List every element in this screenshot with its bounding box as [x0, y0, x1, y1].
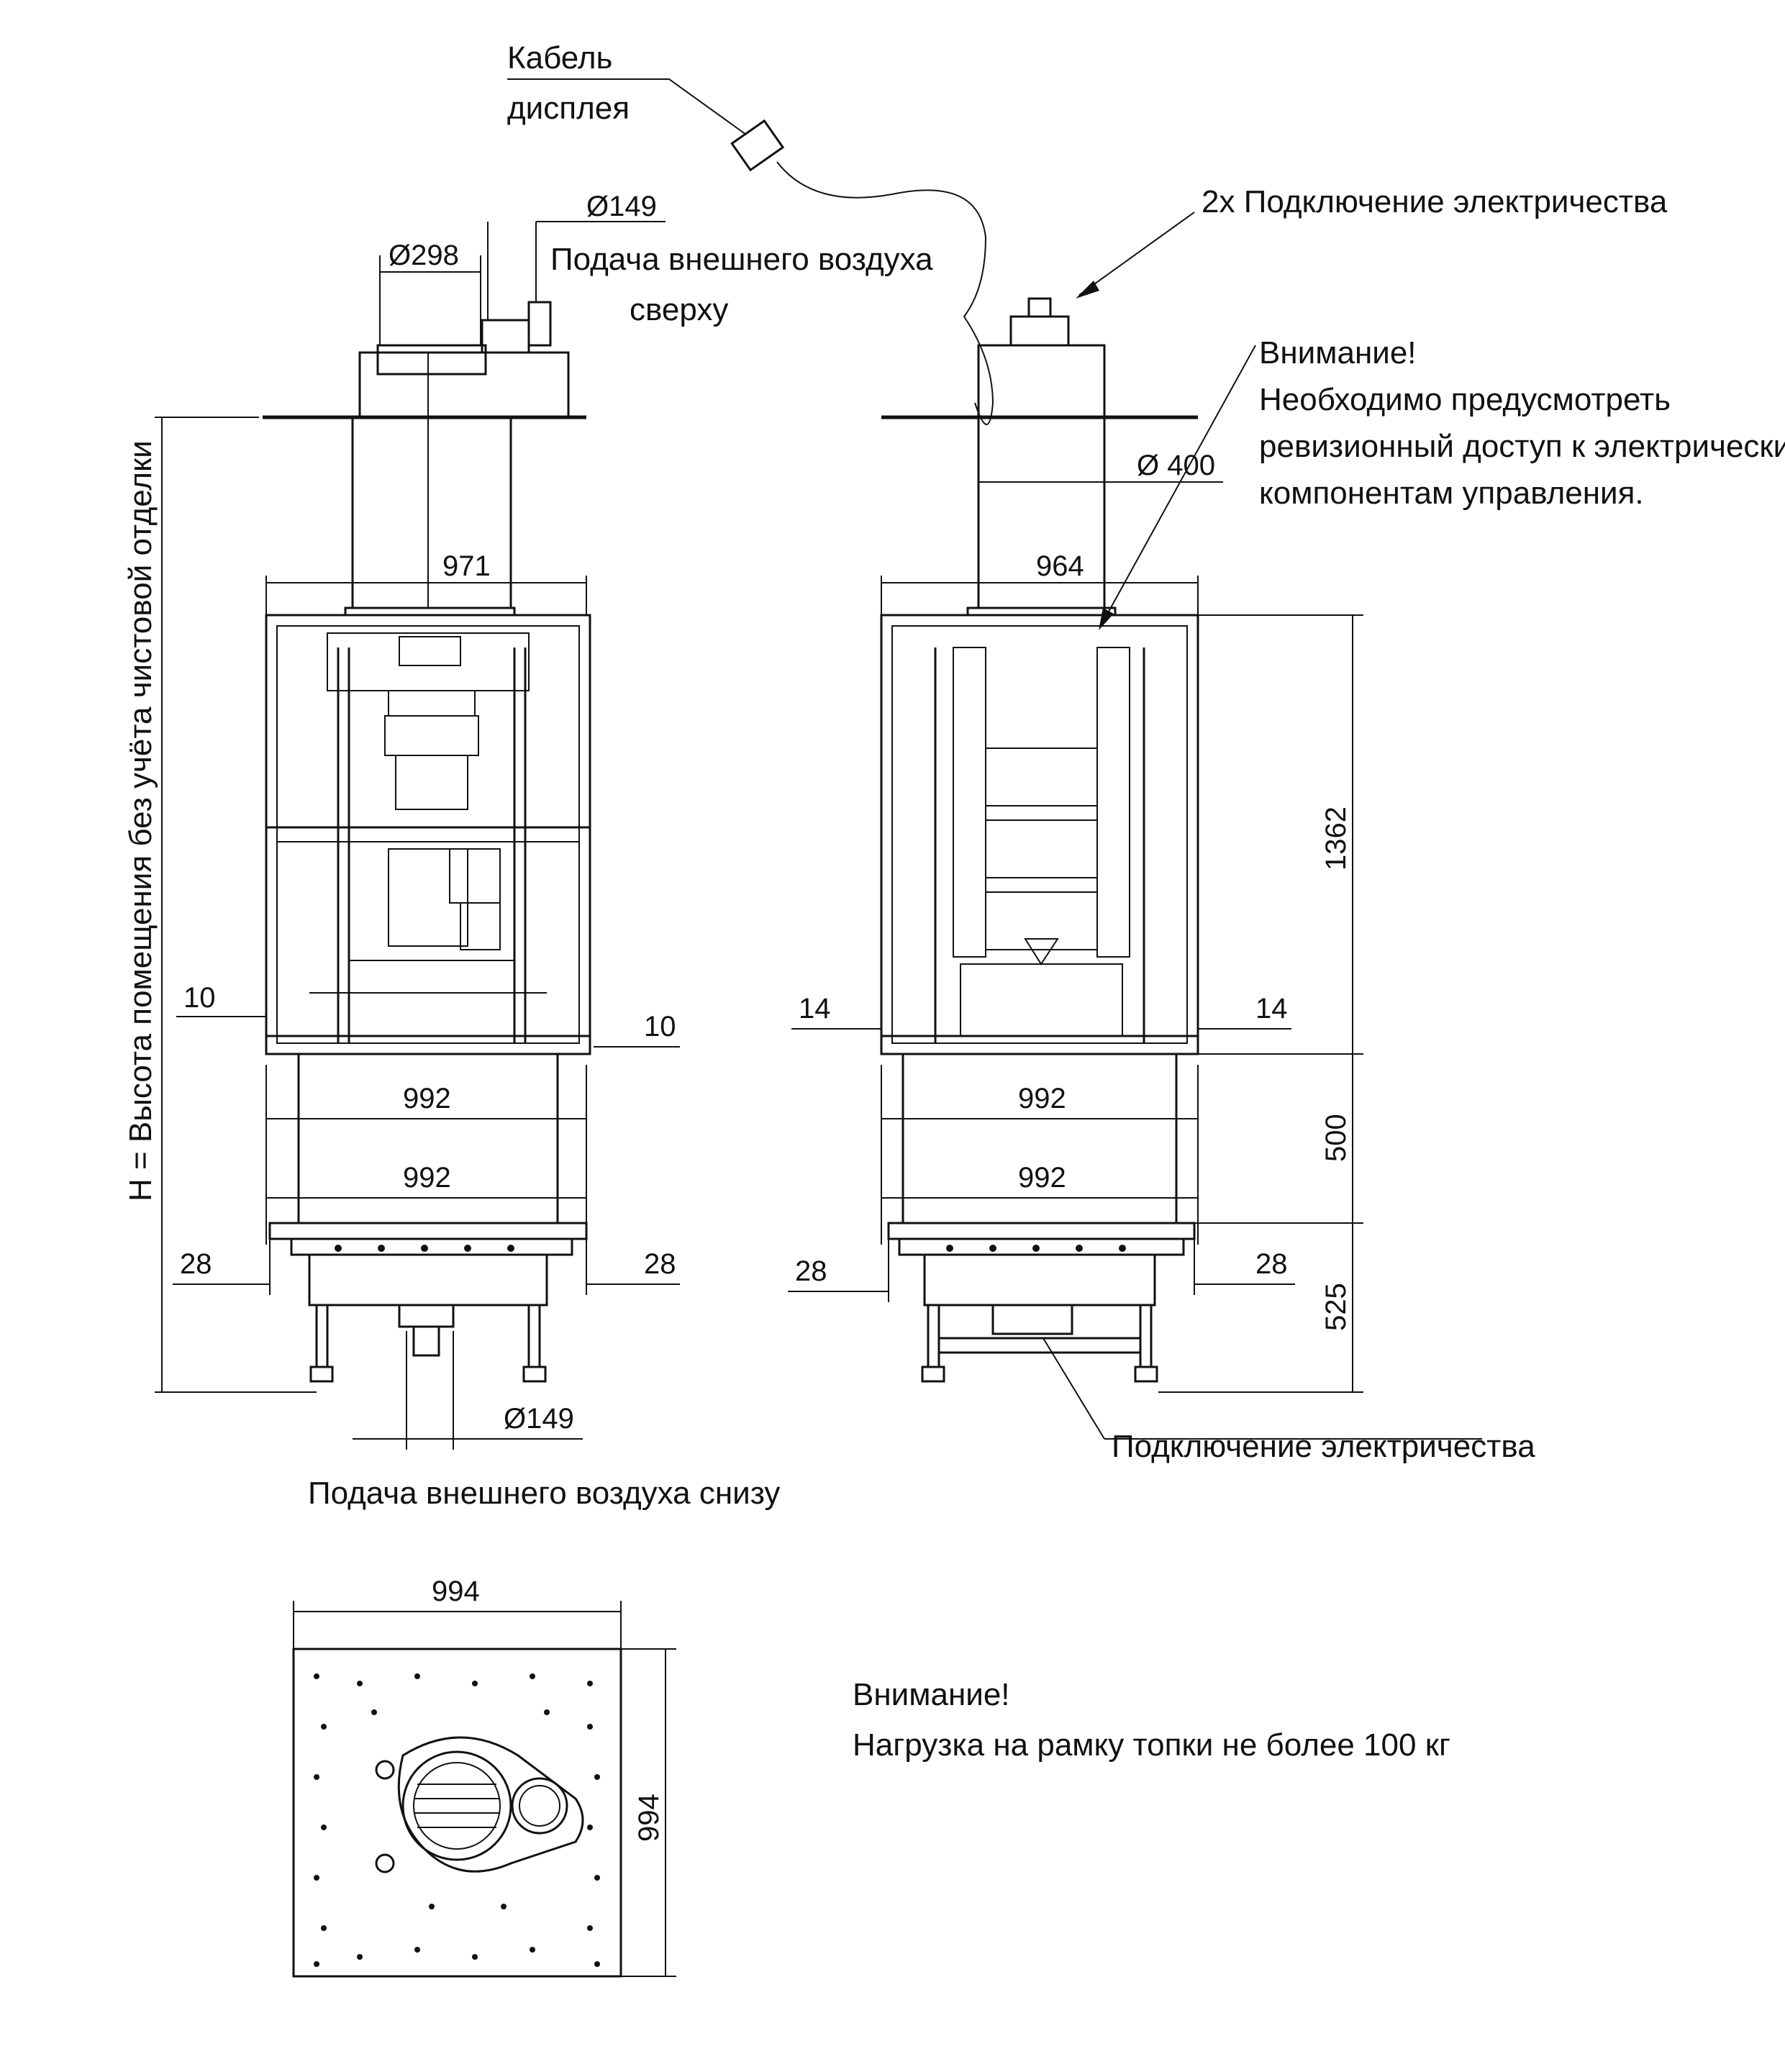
dim-left-gap-left: 10: [183, 982, 216, 1014]
dim-plan-width: 994: [432, 1576, 480, 1607]
top-air-supply-label-1: Подача внешнего воздуха: [550, 242, 933, 277]
dim-height-glass: 500: [1320, 1114, 1352, 1162]
dim-left-gap-right: 10: [644, 1011, 676, 1042]
bottom-air-diameter: Ø149: [504, 1403, 574, 1435]
dim-right-gap-right: 14: [1255, 993, 1288, 1024]
left-front-view: [263, 301, 591, 1383]
display-cable-label-2: дисплея: [507, 91, 630, 126]
leader-lines: [379, 78, 1482, 1440]
load-warning-title: Внимание!: [853, 1677, 1010, 1712]
dim-right-offset-left: 28: [795, 1255, 827, 1287]
dim-left-offset-right: 28: [644, 1248, 676, 1280]
dim-right-gap-left: 14: [799, 993, 831, 1024]
display-cable-label-1: Кабель: [507, 40, 612, 76]
dim-right-glass-top: 992: [1018, 1083, 1066, 1114]
top-air-supply-label-2: сверху: [630, 292, 728, 327]
dim-height-upper: 1362: [1320, 806, 1352, 871]
dim-height-base: 525: [1320, 1283, 1352, 1331]
load-warning-text: Нагрузка на рамку топки не более 100 кг: [853, 1727, 1450, 1763]
dim-right-offset-right: 28: [1255, 1248, 1288, 1280]
power-connection-top-label: 2x Подключение электричества: [1202, 184, 1668, 219]
top-air-diameter: Ø149: [586, 191, 657, 222]
bottom-air-supply-label: Подача внешнего воздуха снизу: [308, 1476, 780, 1511]
dim-left-offset-left: 28: [180, 1248, 212, 1280]
warning-line-1: Необходимо предусмотреть: [1259, 382, 1671, 417]
warning-line-3: компонентам управления.: [1259, 476, 1644, 511]
right-side-view: [880, 297, 1199, 1383]
warning-title: Внимание!: [1259, 335, 1417, 371]
dimension-lines: [155, 417, 1363, 1977]
warning-line-2: ревизионный доступ к электрическим: [1259, 429, 1785, 464]
dim-plan-depth: 994: [633, 1794, 665, 1842]
dim-left-glass-top: 992: [403, 1083, 451, 1114]
plan-view: [292, 1648, 622, 1978]
dim-right-glass-bottom: 992: [1018, 1162, 1066, 1194]
dim-left-glass-bottom: 992: [403, 1162, 451, 1194]
room-height-label: H = Высота помещения без учёта чистовой …: [123, 440, 158, 1201]
dim-right-width: 964: [1036, 550, 1084, 582]
annotations: Кабель дисплея Ø149 Ø298 Подача внешнего…: [123, 40, 1785, 1842]
outer-diameter: Ø 400: [1137, 450, 1215, 481]
dim-left-width: 971: [442, 550, 491, 582]
flue-diameter: Ø298: [389, 240, 459, 271]
power-connection-bottom-label: Подключение электричества: [1112, 1429, 1535, 1464]
